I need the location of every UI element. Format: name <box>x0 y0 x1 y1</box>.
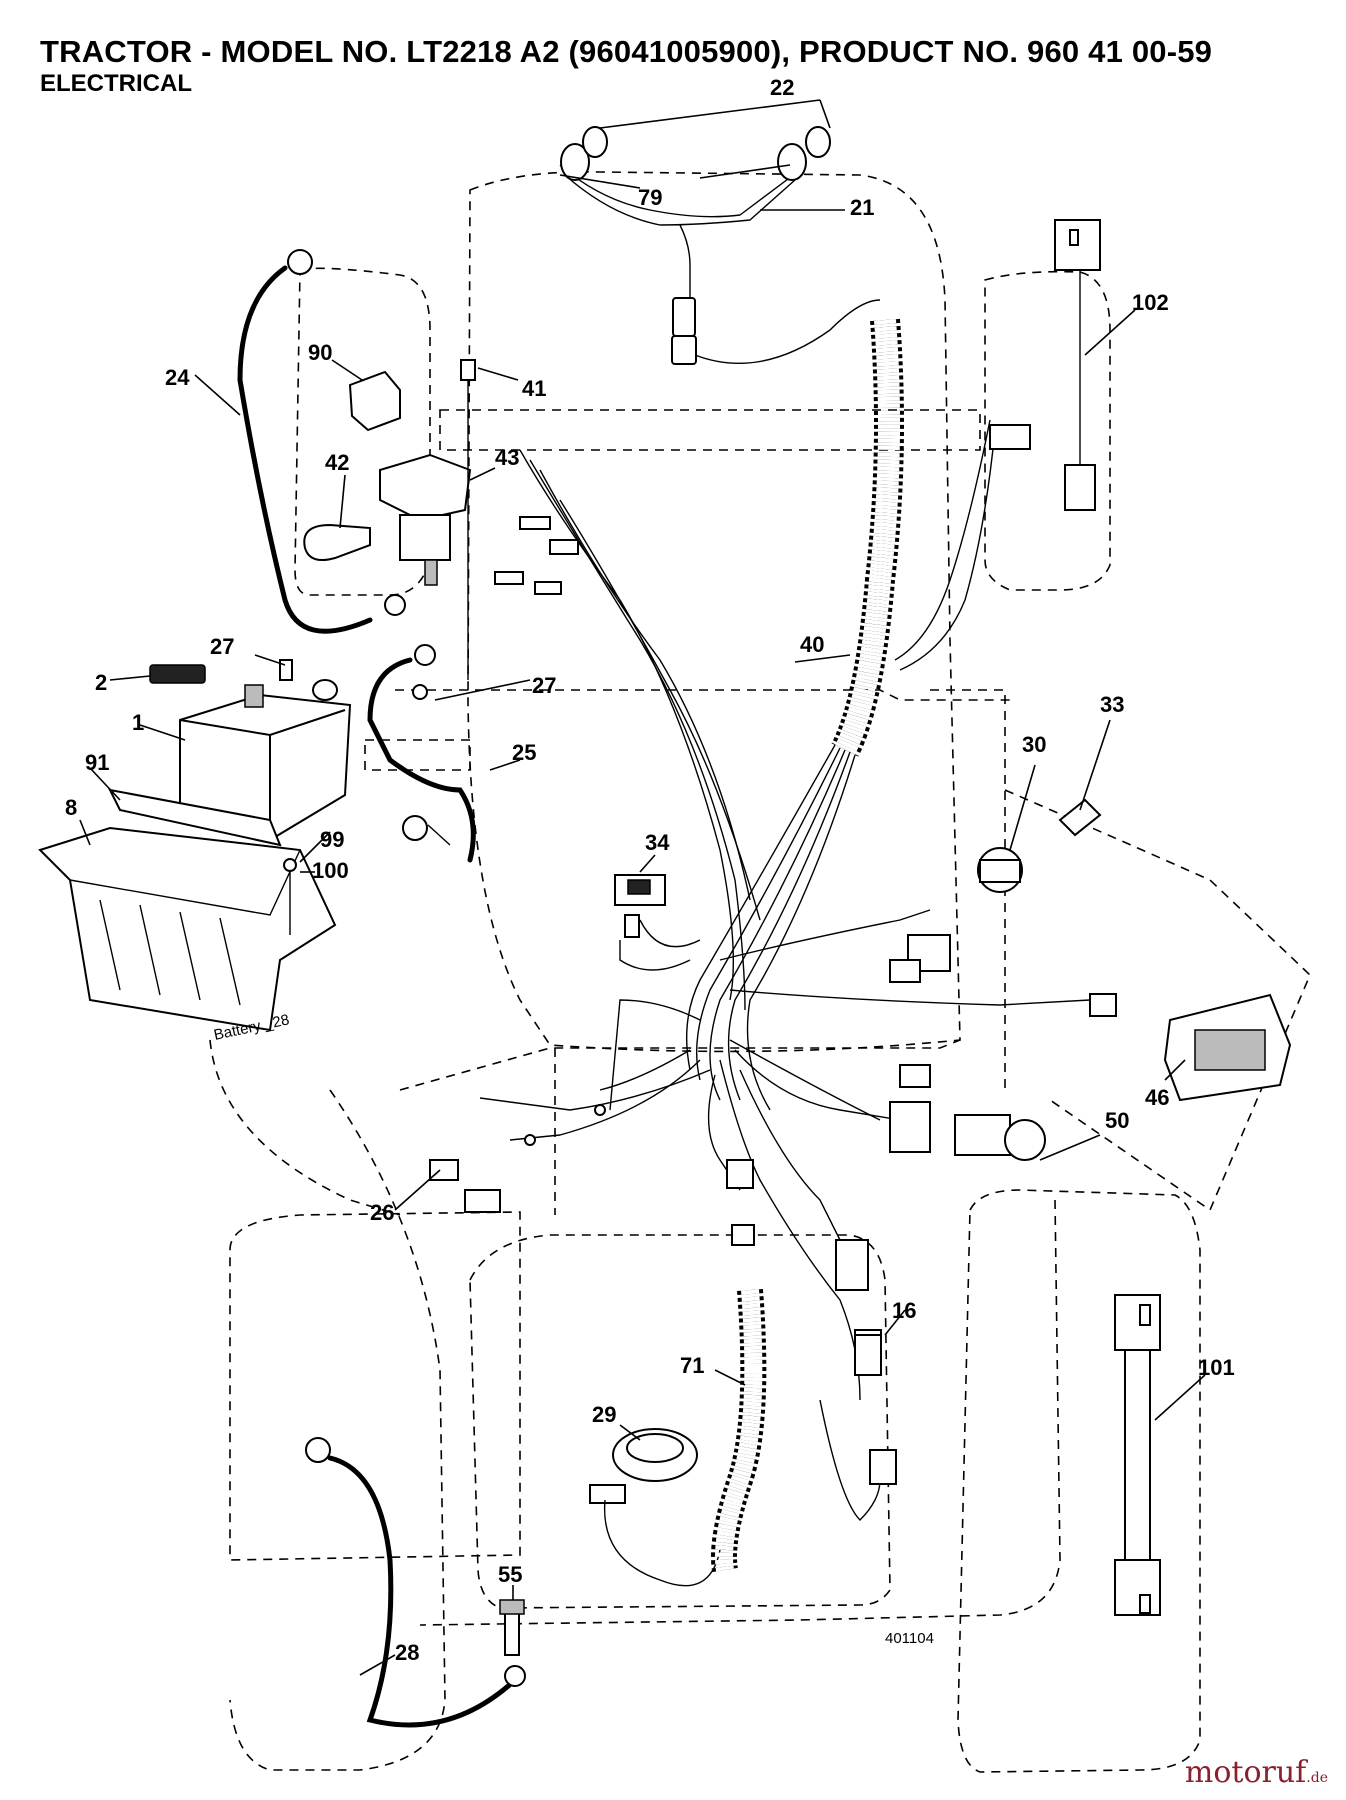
callout-40: 40 <box>800 632 824 657</box>
callout-27b: 27 <box>532 673 556 698</box>
watermark-logo: motoruf.de <box>1184 1755 1328 1790</box>
callout-2: 2 <box>95 670 107 695</box>
drawing-number: 401104 <box>885 1630 934 1647</box>
callout-91: 91 <box>85 750 109 775</box>
callout-24: 24 <box>165 365 190 390</box>
callout-41: 41 <box>522 376 546 401</box>
callout-34: 34 <box>645 830 670 855</box>
harness-connectors <box>494 424 1117 1485</box>
callout-99: 99 <box>320 827 344 852</box>
callout-90: 90 <box>308 340 332 365</box>
page-subtitle: ELECTRICAL <box>40 70 192 97</box>
callout-42: 42 <box>325 450 349 475</box>
callout-26: 26 <box>370 1200 394 1225</box>
callout-33: 33 <box>1100 692 1124 717</box>
switch-harness-102 <box>1054 219 1136 511</box>
callout-46: 46 <box>1145 1085 1169 1110</box>
callout-28: 28 <box>395 1640 419 1665</box>
callout-1: 1 <box>132 710 144 735</box>
main-wire-harness <box>479 318 1091 1521</box>
headlight-assembly <box>559 99 881 365</box>
callout-16: 16 <box>892 1298 916 1323</box>
callout-79: 79 <box>638 185 662 210</box>
callout-21: 21 <box>850 195 874 220</box>
callout-102: 102 <box>1132 290 1169 315</box>
battery-assembly <box>38 654 531 1032</box>
page-title: TRACTOR - MODEL NO. LT2218 A2 (960410059… <box>40 34 1213 69</box>
callout-8: 8 <box>65 795 77 820</box>
battery-cables <box>194 249 521 863</box>
callout-71: 71 <box>680 1353 704 1378</box>
callout-55: 55 <box>498 1562 522 1587</box>
callout-50: 50 <box>1105 1108 1129 1133</box>
callout-25: 25 <box>512 740 536 765</box>
callout-100: 100 <box>312 858 349 883</box>
ignition-and-switches <box>614 719 1292 1161</box>
callout-27a: 27 <box>210 634 234 659</box>
callout-43: 43 <box>495 445 519 470</box>
lower-components <box>305 1159 1206 1728</box>
callout-29: 29 <box>592 1402 616 1427</box>
dashed-outlines <box>209 171 1311 1773</box>
callout-101: 101 <box>1198 1355 1235 1380</box>
callout-22: 22 <box>770 75 794 100</box>
solenoid-group <box>303 359 519 680</box>
callout-labels: 22 79 21 102 24 90 41 42 43 40 27 2 27 3… <box>65 75 1235 1665</box>
callout-30: 30 <box>1022 732 1046 757</box>
